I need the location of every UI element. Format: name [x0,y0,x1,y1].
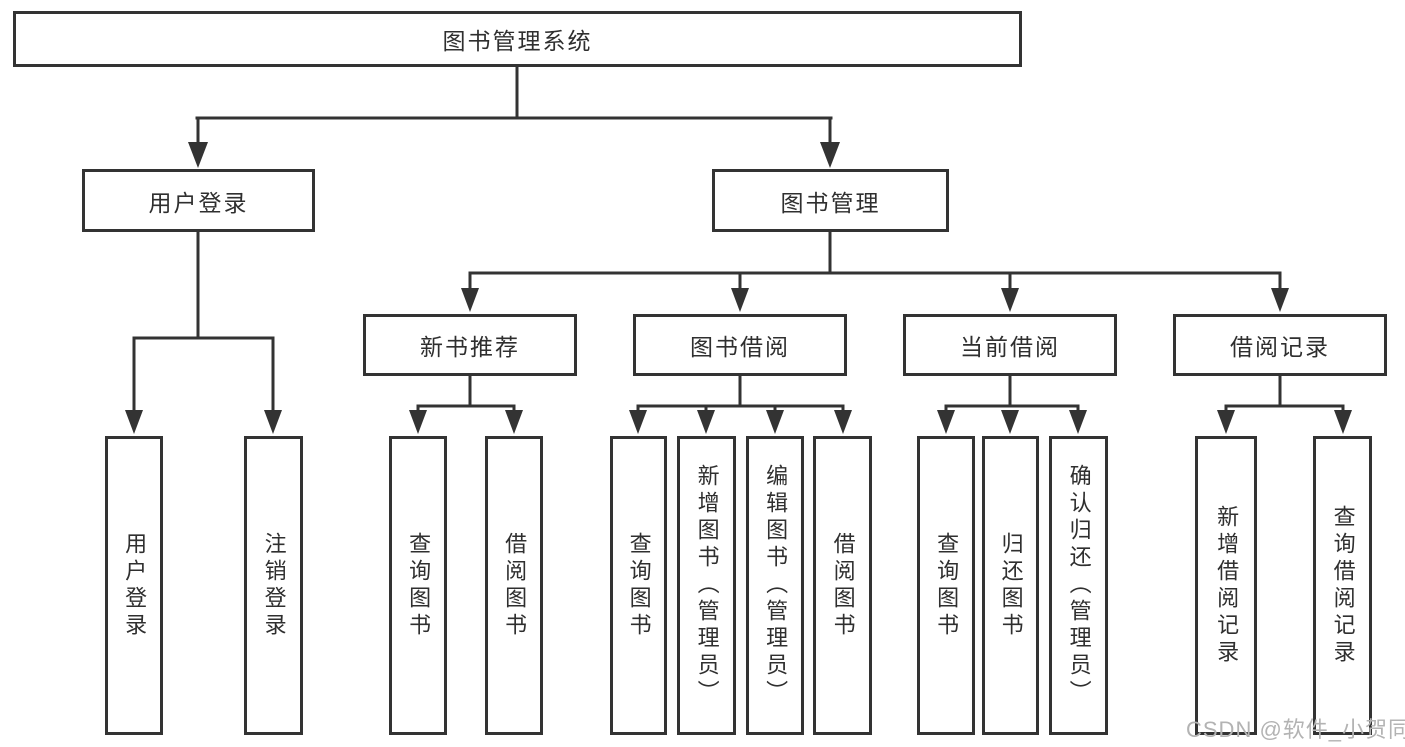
leaf-user-login: 用户登录 [105,436,163,735]
leaf-label: 归还图书 [998,531,1024,640]
leaf-return-books: 归还图书 [982,436,1039,735]
leaf-label: 新增借阅记录 [1214,504,1240,667]
node-book-management: 图书管理 [712,169,949,232]
node-label: 用户登录 [148,189,249,216]
node-borrow-records: 借阅记录 [1173,314,1387,376]
leaf-add-books-admin: 新增图书（管理员） [677,436,736,735]
arrowheads [125,142,1352,434]
leaf-query-books-recommend: 查询图书 [389,436,447,735]
leaf-label: 查询图书 [626,531,652,640]
leaf-label: 新增图书（管理员） [694,464,720,707]
leaf-label: 确认归还（管理员） [1066,464,1092,707]
node-user-login: 用户登录 [82,169,315,232]
node-new-book-recommend: 新书推荐 [363,314,577,376]
leaf-label: 注销登录 [261,531,287,640]
leaf-query-books-current: 查询图书 [917,436,975,735]
watermark: CSDN @软件_小贺同学 [1186,717,1405,742]
leaf-label: 用户登录 [122,531,148,640]
leaf-label: 借阅图书 [502,531,528,640]
leaf-label: 查询借阅记录 [1330,504,1356,667]
leaf-edit-books-admin: 编辑图书（管理员） [746,436,804,735]
leaf-borrow-books: 借阅图书 [813,436,872,735]
node-label: 借阅记录 [1230,334,1330,360]
node-root-label: 图书管理系统 [442,28,593,54]
node-current-borrowing: 当前借阅 [903,314,1117,376]
leaf-label: 编辑图书（管理员） [763,464,789,707]
leaf-logout: 注销登录 [244,436,303,735]
leaf-label: 查询图书 [406,531,432,640]
node-root: 图书管理系统 [13,11,1022,67]
leaf-add-borrow-record: 新增借阅记录 [1195,436,1257,735]
leaf-query-borrow-record: 查询借阅记录 [1313,436,1372,735]
node-book-borrowing: 图书借阅 [633,314,847,376]
node-label: 图书借阅 [690,334,790,360]
node-label: 新书推荐 [420,334,520,360]
leaf-label: 查询图书 [934,531,960,640]
leaf-confirm-return-admin: 确认归还（管理员） [1049,436,1108,735]
node-label: 图书管理 [780,189,881,216]
leaf-borrow-books-recommend: 借阅图书 [485,436,543,735]
node-label: 当前借阅 [960,334,1060,360]
leaf-label: 借阅图书 [830,531,856,640]
leaf-query-books-borrowing: 查询图书 [610,436,667,735]
